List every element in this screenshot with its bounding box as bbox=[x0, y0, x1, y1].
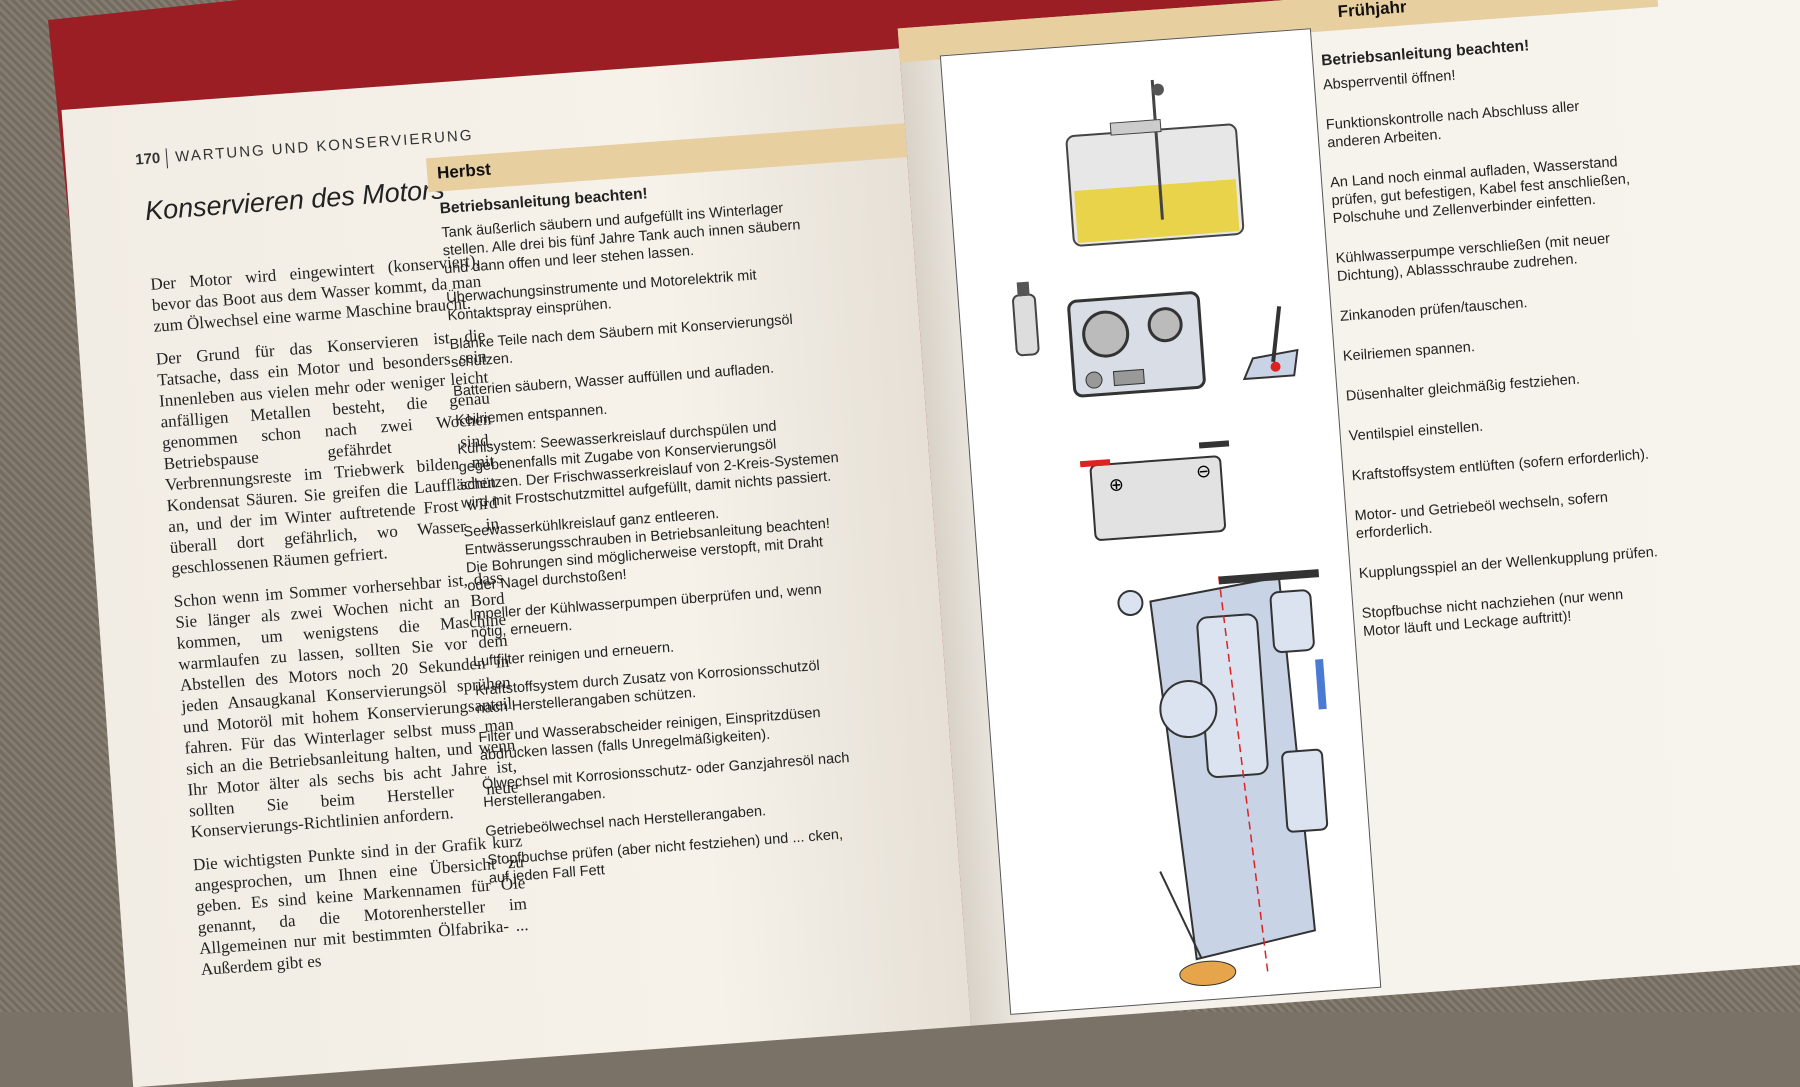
page-number: 170 bbox=[135, 150, 161, 169]
battery-icon: ⊕ ⊖ bbox=[1079, 440, 1235, 541]
paragraph: Der Grund für das Konservieren ist die T… bbox=[155, 325, 501, 580]
fruehjahr-item: Stopfbuchse nicht nachziehen (nur wenn M… bbox=[1361, 583, 1663, 641]
fruehjahr-item: Ventilspiel einstellen. bbox=[1348, 406, 1649, 446]
fruehjahr-item: Keilriemen spannen. bbox=[1342, 326, 1643, 366]
svg-text:⊖: ⊖ bbox=[1195, 461, 1212, 483]
fruehjahr-item: Düsenhalter gleichmäßig festziehen. bbox=[1345, 366, 1646, 406]
herbst-column: Betriebsanleitung beachten! Tank äußerli… bbox=[439, 173, 869, 899]
spray-can-icon bbox=[1012, 281, 1039, 355]
fruehjahr-item: An Land noch einmal aufladen, Wasserstan… bbox=[1330, 152, 1633, 228]
engine-diagram: ⊕ ⊖ bbox=[940, 28, 1379, 1013]
fruehjahr-item: Kraftstoffsystem entlüften (sofern erfor… bbox=[1351, 445, 1652, 485]
engine-block-icon bbox=[1117, 569, 1348, 983]
instrument-panel-icon bbox=[1068, 292, 1205, 396]
fuel-tank-icon bbox=[1062, 74, 1243, 246]
paragraph: Der Motor wird eingewintert (konserviert… bbox=[150, 250, 484, 337]
herbst-band: Herbst bbox=[426, 123, 907, 192]
fruehjahr-item: Zinkanoden prüfen/tauschen. bbox=[1339, 286, 1640, 326]
herbst-label: Herbst bbox=[436, 160, 491, 184]
herbst-item: Seewasserkühlkreislauf ganz entleeren. E… bbox=[463, 496, 847, 596]
throttle-lever-icon bbox=[1239, 305, 1299, 379]
right-page: Frühjahr bbox=[898, 0, 1800, 1026]
fruehjahr-item: Kühlwasserpumpe verschließen (mit neuer … bbox=[1335, 228, 1637, 286]
engine-illustration: ⊕ ⊖ bbox=[940, 28, 1379, 1013]
fruehjahr-label: Frühjahr bbox=[1337, 0, 1407, 22]
fruehjahr-item: Funktionskontrolle nach Abschluss aller … bbox=[1325, 94, 1627, 152]
fruehjahr-item: Kupplungsspiel an der Wellenkupplung prü… bbox=[1358, 543, 1659, 583]
svg-text:⊕: ⊕ bbox=[1108, 474, 1125, 496]
fruehjahr-item: Motor- und Getriebeöl wechseln, sofern e… bbox=[1354, 485, 1656, 543]
herbst-item: Kühlsystem: Seewasserkreislauf durchspül… bbox=[457, 413, 841, 513]
chapter-title: Konservieren des Motors bbox=[144, 174, 446, 227]
paragraph: Die wichtigsten Punkte sind in der Grafi… bbox=[192, 830, 530, 980]
fruehjahr-column: Betriebsanleitung beachten! Absperrventi… bbox=[1321, 31, 1665, 663]
